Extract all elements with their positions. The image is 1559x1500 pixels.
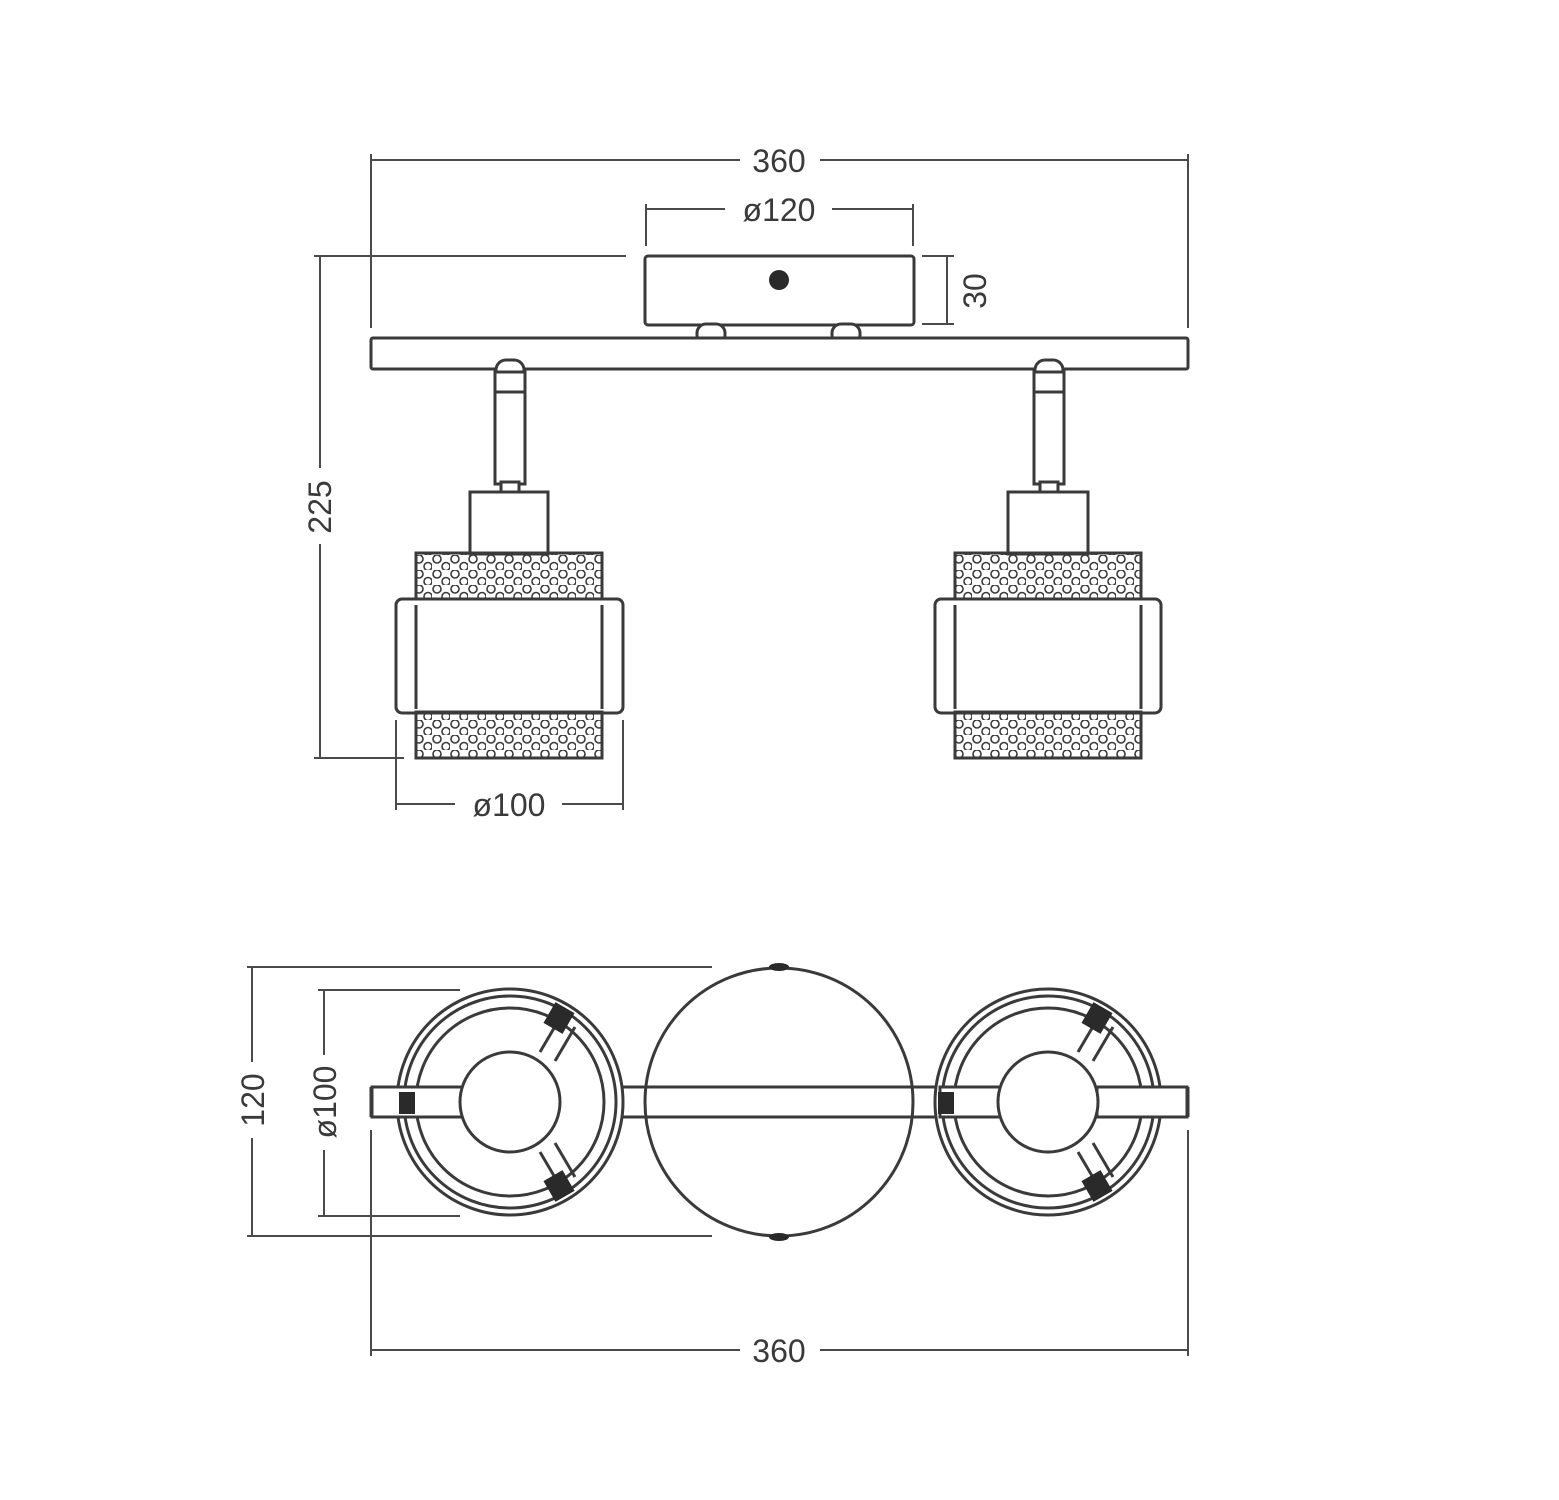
spot-holder-left: [468, 490, 550, 556]
perforated-band-right-bottom: [953, 710, 1143, 760]
canopy-screw: [769, 270, 789, 290]
canopy: [643, 254, 916, 327]
shade-left: [394, 597, 625, 715]
top-view: 120 ø100: [235, 963, 1190, 1369]
dimension-canopy-diameter: ø120: [645, 192, 914, 246]
spot-socket-left: [458, 1050, 562, 1154]
perforated-band-left-bottom: [414, 710, 604, 760]
spot-left-top: [370, 987, 625, 1217]
spot-right-front: [933, 358, 1163, 760]
dimension-overall-height: 225: [302, 255, 626, 759]
dimension-overall-width-top: 360: [370, 1130, 1189, 1369]
dim-label-shade-diameter-top: ø100: [307, 1066, 343, 1139]
front-view: 360 ø120 30 225: [302, 143, 1190, 823]
spot-right-top: [933, 987, 1189, 1217]
dim-label-canopy-diameter: ø120: [743, 192, 816, 228]
dimension-shade-diameter-front: ø100: [395, 720, 624, 823]
mounting-bar: [369, 336, 1190, 371]
dim-label-shade-diameter-front: ø100: [473, 787, 546, 823]
spot-socket-right: [996, 1050, 1100, 1154]
dimension-shade-diameter-top: ø100: [307, 989, 460, 1217]
canopy-top: [643, 966, 915, 1238]
dimension-canopy-size-top: 120: [235, 966, 712, 1237]
perforated-band-right-top: [953, 551, 1143, 603]
dimension-canopy-height: 30: [922, 255, 993, 325]
dim-label-canopy-height: 30: [957, 273, 993, 309]
dim-label-overall-height: 225: [302, 480, 338, 533]
shade-right: [933, 597, 1163, 715]
dimension-overall-width-front: 360: [370, 143, 1189, 328]
dim-label-canopy-size-top: 120: [235, 1073, 271, 1126]
spot-holder-right: [1006, 490, 1090, 556]
dim-label-overall-width-top: 360: [752, 1333, 805, 1369]
spot-left-front: [394, 358, 625, 760]
perforated-band-left-top: [414, 551, 604, 603]
dim-label-overall-width-front: 360: [752, 143, 805, 179]
